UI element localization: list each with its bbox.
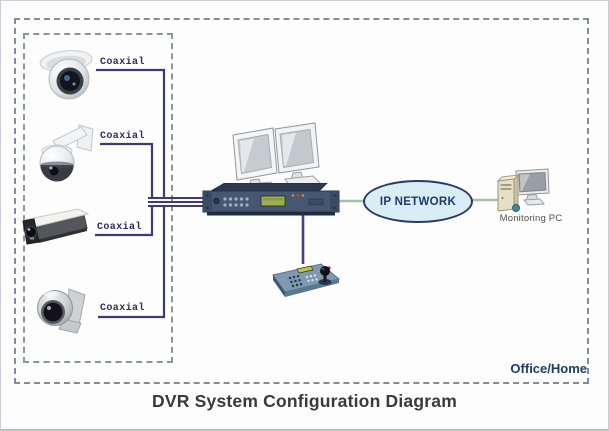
monitoring-pc-icon — [496, 168, 550, 212]
dome-camera-side-icon — [37, 288, 86, 334]
camera-lens — [25, 226, 37, 238]
controller-keys-light — [305, 274, 318, 283]
coaxial-label-3: Coaxial — [97, 222, 142, 233]
office-home-label: Office/Home — [510, 361, 587, 376]
dvr-recorder-icon — [202, 183, 340, 216]
ptz-camera-icon — [39, 124, 94, 182]
coaxial-label-2: Coaxial — [100, 131, 145, 142]
site-boundary-box — [14, 18, 589, 384]
ip-network-node: IP NETWORK — [363, 180, 473, 223]
coaxial-label-4: Coaxial — [100, 303, 145, 314]
bullet-camera-icon — [22, 208, 90, 245]
coaxial-label-1: Coaxial — [100, 57, 145, 68]
diagram-title: DVR System Configuration Diagram — [152, 391, 457, 411]
dual-monitors-icon — [232, 122, 323, 193]
controller-keypad — [288, 275, 303, 288]
ip-network-label: IP NETWORK — [379, 195, 457, 208]
dvr-lcd-display — [260, 195, 286, 207]
ptz-keyboard-controller-icon — [272, 263, 341, 297]
controller-lcd — [296, 265, 314, 274]
dvr-front-buttons — [223, 197, 249, 207]
dvr-power-button — [213, 197, 220, 205]
monitoring-pc-label: Monitoring PC — [499, 213, 563, 224]
joystick-knob — [320, 266, 330, 276]
pc-tower — [497, 178, 515, 212]
pc-mouse — [512, 204, 520, 212]
dome-camera-icon — [39, 50, 93, 100]
